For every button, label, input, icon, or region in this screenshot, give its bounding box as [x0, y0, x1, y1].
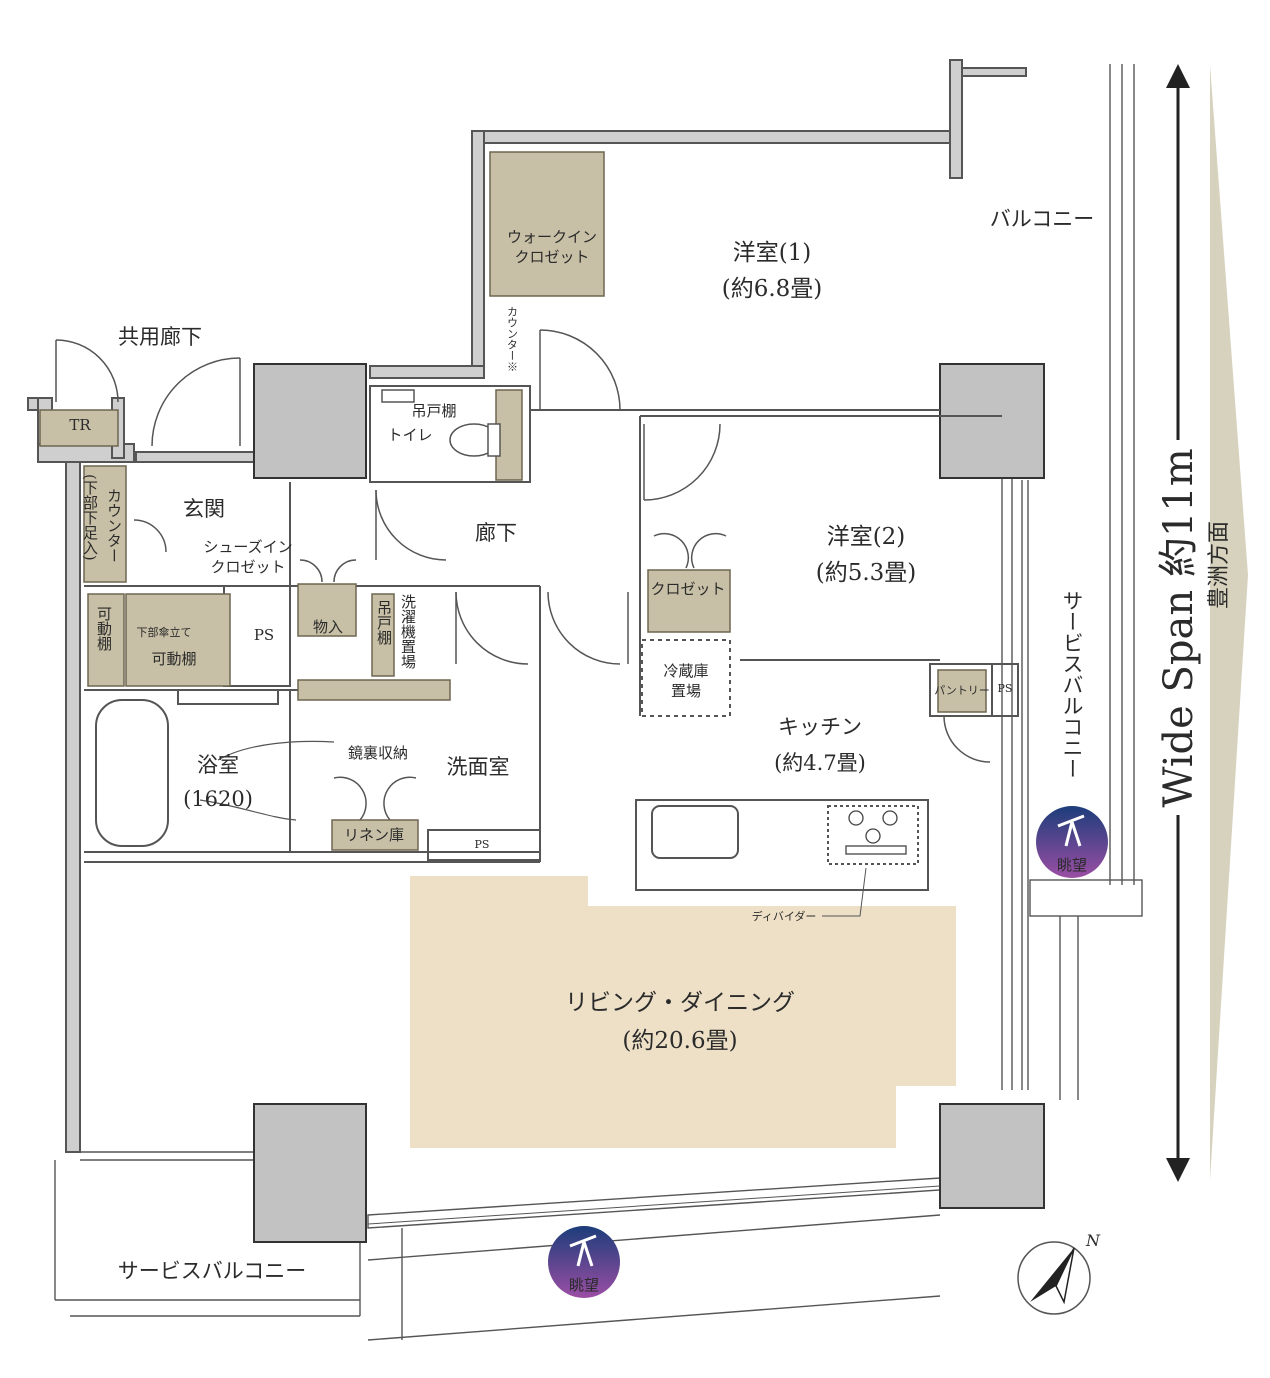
view-badge-label: 眺望	[1057, 856, 1087, 874]
ps-label-kitchen: PS	[998, 682, 1013, 695]
column	[939, 1103, 1045, 1209]
counter-entry-label: カウンター	[105, 488, 123, 563]
room-living-size: (約20.6畳)	[622, 1028, 737, 1054]
column	[253, 363, 367, 479]
walkin-closet-label-2: クロゼット	[514, 248, 589, 266]
divider-leader	[822, 867, 867, 917]
mirror-storage-label: 鏡裏収納	[348, 744, 408, 762]
view-badge-label: 眺望	[569, 1276, 599, 1294]
hanging-shelf-laundry-label: 吊戸棚	[375, 600, 393, 645]
tr-label: TR	[69, 416, 91, 434]
room-western2-size: (約5.3畳)	[816, 560, 917, 586]
storage-room-label: 物入	[313, 618, 343, 636]
balcony-label: バルコニー	[990, 207, 1095, 231]
room-bath-name: 浴室	[197, 753, 239, 777]
room-hallway-name: 廊下	[475, 521, 517, 545]
direction-label: 豊洲方面	[1207, 521, 1232, 609]
fridge-label-1: 冷蔵庫	[663, 662, 708, 680]
room-living-name: リビング・ダイニング	[565, 990, 795, 1016]
room-western1-name: 洋室(1)	[733, 240, 812, 266]
column	[253, 1103, 367, 1243]
counter-entry-note: (下部下足入)	[81, 474, 99, 561]
movable-shelf-label-2: 可動棚	[151, 650, 196, 668]
span-label: Wide Span 約11m	[1156, 448, 1202, 807]
north-arrow-icon: N	[1017, 1231, 1101, 1315]
service-balcony-right-label: サービスバルコニー	[1060, 590, 1084, 779]
room-corridor-name: 共用廊下	[118, 325, 202, 349]
column	[939, 363, 1045, 479]
toilet-fixture	[381, 389, 501, 457]
outer-walls	[27, 59, 1143, 1341]
living-area	[410, 876, 956, 1148]
view-badge: 眺望	[548, 1226, 620, 1298]
stove-icon	[845, 810, 907, 855]
view-badge: 眺望	[1036, 806, 1108, 878]
room-kitchen-name: キッチン	[778, 715, 862, 739]
shoes-closet-label-1: シューズイン	[203, 538, 292, 556]
room-western1-size: (約6.8畳)	[722, 276, 823, 302]
pantry-label: パントリー	[934, 684, 990, 697]
mirror-leader	[217, 740, 335, 761]
shoes-closet-label-2: クロゼット	[210, 558, 285, 576]
room-toilet-name: トイレ	[387, 426, 432, 444]
fridge-label-2: 置場	[671, 682, 701, 700]
span-arrow-icon	[1166, 64, 1190, 1182]
storage-blocks	[39, 151, 987, 851]
hanging-shelf-toilet-label: 吊戸棚	[411, 402, 456, 420]
divider-label: ディバイダー	[752, 909, 817, 923]
linen-label: リネン庫	[344, 826, 404, 844]
telescope-icon	[569, 1234, 597, 1267]
washer-space-label: 洗濯機置場	[399, 594, 417, 669]
room-western2-name: 洋室(2)	[827, 524, 906, 550]
movable-shelf-label: 可動棚	[95, 606, 113, 651]
ps-label-wash: PS	[475, 838, 490, 851]
service-balcony-bottom-label: サービスバルコニー	[118, 1259, 307, 1283]
room-entrance-name: 玄関	[183, 497, 225, 521]
room-kitchen-size: (約4.7畳)	[774, 751, 866, 775]
bath-leader	[199, 799, 297, 821]
room-washroom-name: 洗面室	[447, 755, 510, 779]
telescope-icon	[1057, 814, 1085, 847]
doors	[55, 329, 991, 821]
umbrella-label: 下部傘立て	[137, 625, 192, 639]
counter-vertical-label: カウンター※	[506, 306, 519, 372]
room-bath-size: (1620)	[183, 787, 253, 811]
closet-label: クロゼット	[650, 580, 725, 598]
compass-north-label: N	[1085, 1231, 1101, 1250]
ps-label-entry: PS	[254, 626, 274, 644]
direction-arrow	[1210, 65, 1248, 1180]
walkin-closet-label-1: ウォークイン	[507, 228, 597, 246]
